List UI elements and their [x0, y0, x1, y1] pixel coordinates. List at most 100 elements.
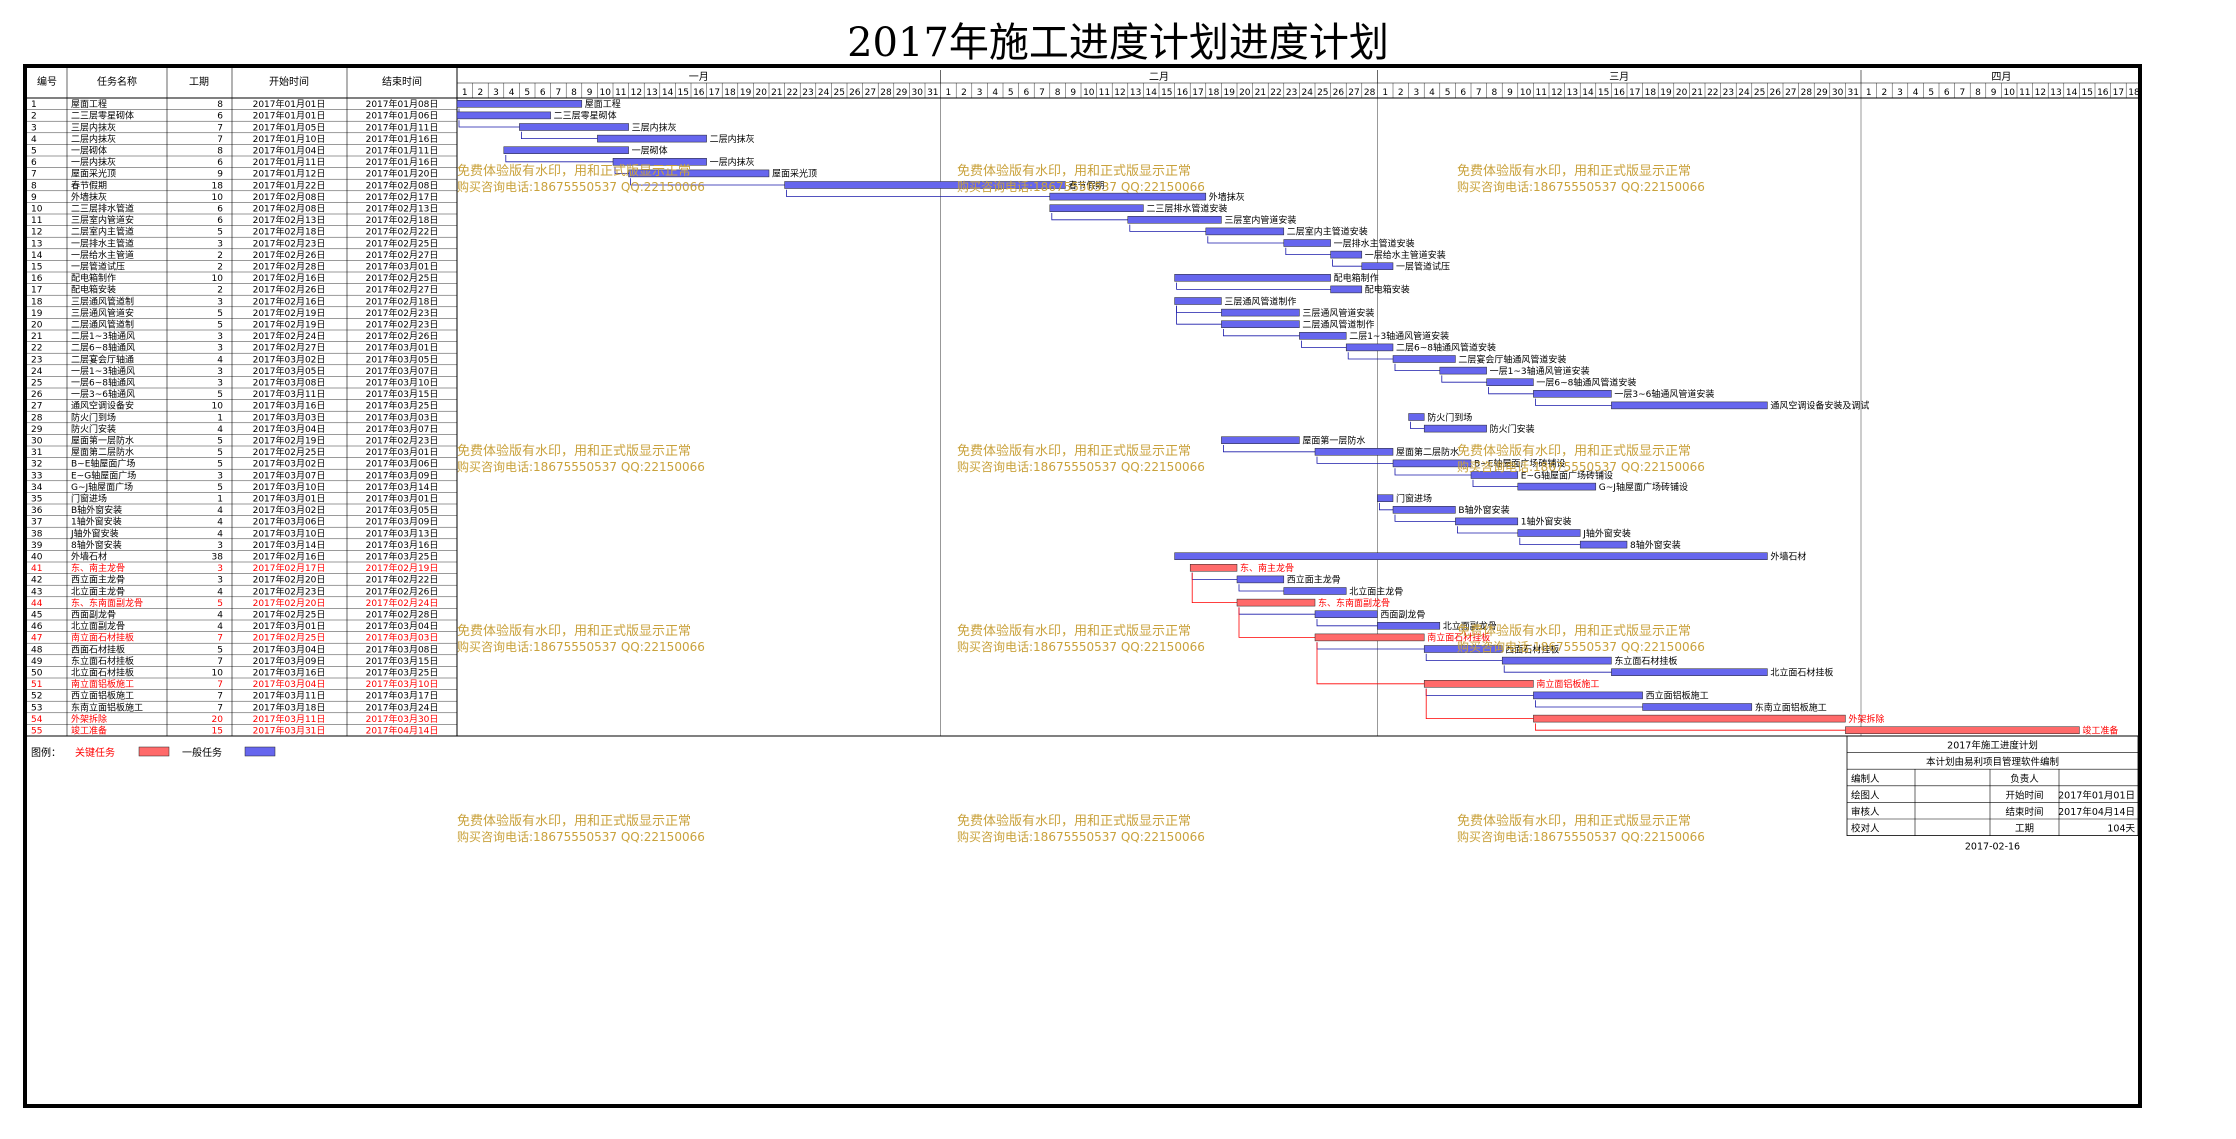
- row-duration: 20: [212, 715, 224, 725]
- day-tick-label: 17: [2113, 88, 2124, 98]
- row-end: 2017年01月20日: [366, 168, 439, 180]
- page-title: 2017年施工进度计划进度计划: [847, 20, 1389, 66]
- row-start: 2017年02月20日: [253, 597, 326, 609]
- dependency-link: [1425, 653, 1508, 661]
- row-id: 34: [31, 483, 43, 493]
- row-start: 2017年03月31日: [253, 725, 326, 737]
- footer-cell: 104天: [2107, 824, 2135, 835]
- day-tick-label: 16: [693, 88, 705, 98]
- watermark-line2: 购买咨询电话:18675550537 QQ:22150066: [457, 829, 705, 844]
- day-tick-label: 8: [1492, 88, 1498, 98]
- watermark-line1: 免费体验版有水印，用和正式版显示正常: [1457, 443, 1691, 459]
- task-bar: [1392, 355, 1456, 363]
- footer-cell: 结束时间: [2005, 806, 2043, 818]
- bar-label: 东立面石材挂板: [1614, 655, 1677, 667]
- task-bar: [1221, 320, 1300, 328]
- row-duration: 5: [217, 437, 223, 447]
- day-tick-label: 1: [462, 88, 468, 98]
- watermark-line1: 免费体验版有水印，用和正式版显示正常: [957, 443, 1191, 459]
- bar-label: 三层通风管道安装: [1302, 307, 1374, 319]
- day-tick-label: 19: [1660, 88, 1672, 98]
- row-start: 2017年02月27日: [253, 342, 326, 354]
- row-task-name: 一层6~8轴通风: [71, 377, 135, 389]
- footer-cell: 开始时间: [2005, 789, 2043, 801]
- row-start: 2017年02月19日: [253, 307, 326, 319]
- dependency-link: [1238, 584, 1289, 592]
- row-task-name: 屋面采光顶: [71, 168, 116, 180]
- row-id: 46: [31, 622, 43, 632]
- day-tick-label: 12: [1114, 88, 1125, 98]
- task-bar: [1579, 540, 1628, 549]
- dependency-link: [1176, 305, 1227, 313]
- row-end: 2017年03月04日: [366, 620, 439, 632]
- dependency-link: [1051, 213, 1133, 221]
- row-duration: 4: [217, 611, 223, 621]
- row-id: 33: [31, 471, 42, 481]
- bar-label: 北立面石材挂板: [1770, 667, 1833, 679]
- row-end: 2017年02月25日: [366, 237, 439, 249]
- row-task-name: 一层内抹灰: [71, 156, 116, 168]
- dependency-link: [1191, 572, 1242, 580]
- row-end: 2017年03月16日: [366, 539, 439, 551]
- row-duration: 5: [217, 321, 223, 331]
- row-start: 2017年03月02日: [253, 353, 326, 365]
- row-start: 2017年02月24日: [253, 330, 326, 342]
- watermark-line2: 购买咨询电话:18675550537 QQ:22150066: [1457, 459, 1705, 474]
- row-task-name: 配电箱安装: [71, 284, 116, 296]
- task-bar: [1423, 645, 1503, 653]
- day-tick-label: 7: [1960, 88, 1966, 98]
- row-duration: 3: [217, 239, 223, 249]
- row-id: 5: [31, 147, 37, 157]
- row-duration: 7: [217, 703, 223, 713]
- task-bar: [1377, 622, 1441, 630]
- footer-subtitle: 本计划由易利项目管理软件编制: [1926, 756, 2059, 768]
- day-tick-label: 13: [2050, 88, 2061, 98]
- row-id: 21: [31, 332, 42, 342]
- dependency-link: [1223, 329, 1305, 337]
- task-bar: [1361, 262, 1394, 270]
- bar-label: 西面石材挂板: [1505, 643, 1559, 655]
- row-end: 2017年03月01日: [366, 261, 439, 273]
- day-tick-label: 7: [1039, 88, 1045, 98]
- day-tick-label: 4: [1429, 88, 1435, 98]
- row-start: 2017年01月11日: [253, 156, 326, 168]
- row-id: 47: [31, 634, 42, 644]
- row-start: 2017年03月02日: [253, 504, 326, 516]
- bar-label: 一层6~8轴通风管道安装: [1536, 377, 1636, 389]
- row-end: 2017年03月01日: [366, 493, 439, 505]
- row-task-name: 一层3~6轴通风: [71, 388, 135, 400]
- row-end: 2017年02月13日: [366, 203, 439, 215]
- row-task-name: 二三层排水管道: [71, 203, 134, 215]
- row-end: 2017年03月17日: [366, 690, 439, 702]
- day-tick-label: 2: [961, 88, 967, 98]
- row-duration: 7: [217, 680, 223, 690]
- day-tick-label: 8: [1975, 88, 1981, 98]
- day-tick-label: 23: [1723, 88, 1734, 98]
- day-tick-label: 13: [646, 88, 657, 98]
- day-tick-label: 18: [2128, 88, 2138, 98]
- dependency-link: [1535, 398, 1617, 406]
- row-start: 2017年03月04日: [253, 423, 326, 435]
- bar-label: 配电箱制作: [1334, 272, 1379, 284]
- bar-label: 二层内抹灰: [710, 133, 755, 145]
- dependency-link: [786, 189, 1055, 197]
- row-start: 2017年01月01日: [253, 98, 326, 110]
- row-start: 2017年03月14日: [253, 539, 326, 551]
- row-id: 11: [31, 216, 42, 226]
- row-start: 2017年02月26日: [253, 284, 326, 296]
- row-id: 9: [31, 193, 37, 203]
- row-task-name: 一层给水主管道: [71, 249, 134, 261]
- day-tick-label: 3: [493, 88, 499, 98]
- row-end: 2017年03月03日: [366, 411, 439, 423]
- row-id: 17: [31, 286, 42, 296]
- row-end: 2017年02月27日: [366, 284, 439, 296]
- row-task-name: 南立面石材挂板: [71, 632, 134, 644]
- row-id: 20: [31, 321, 43, 331]
- row-duration: 1: [217, 495, 223, 505]
- task-bar: [1174, 297, 1222, 305]
- row-end: 2017年03月01日: [366, 342, 439, 354]
- day-tick-label: 6: [540, 88, 546, 98]
- header-name: 任务名称: [97, 75, 137, 88]
- day-tick-label: 11: [2019, 88, 2030, 98]
- dependency-link: [505, 155, 618, 163]
